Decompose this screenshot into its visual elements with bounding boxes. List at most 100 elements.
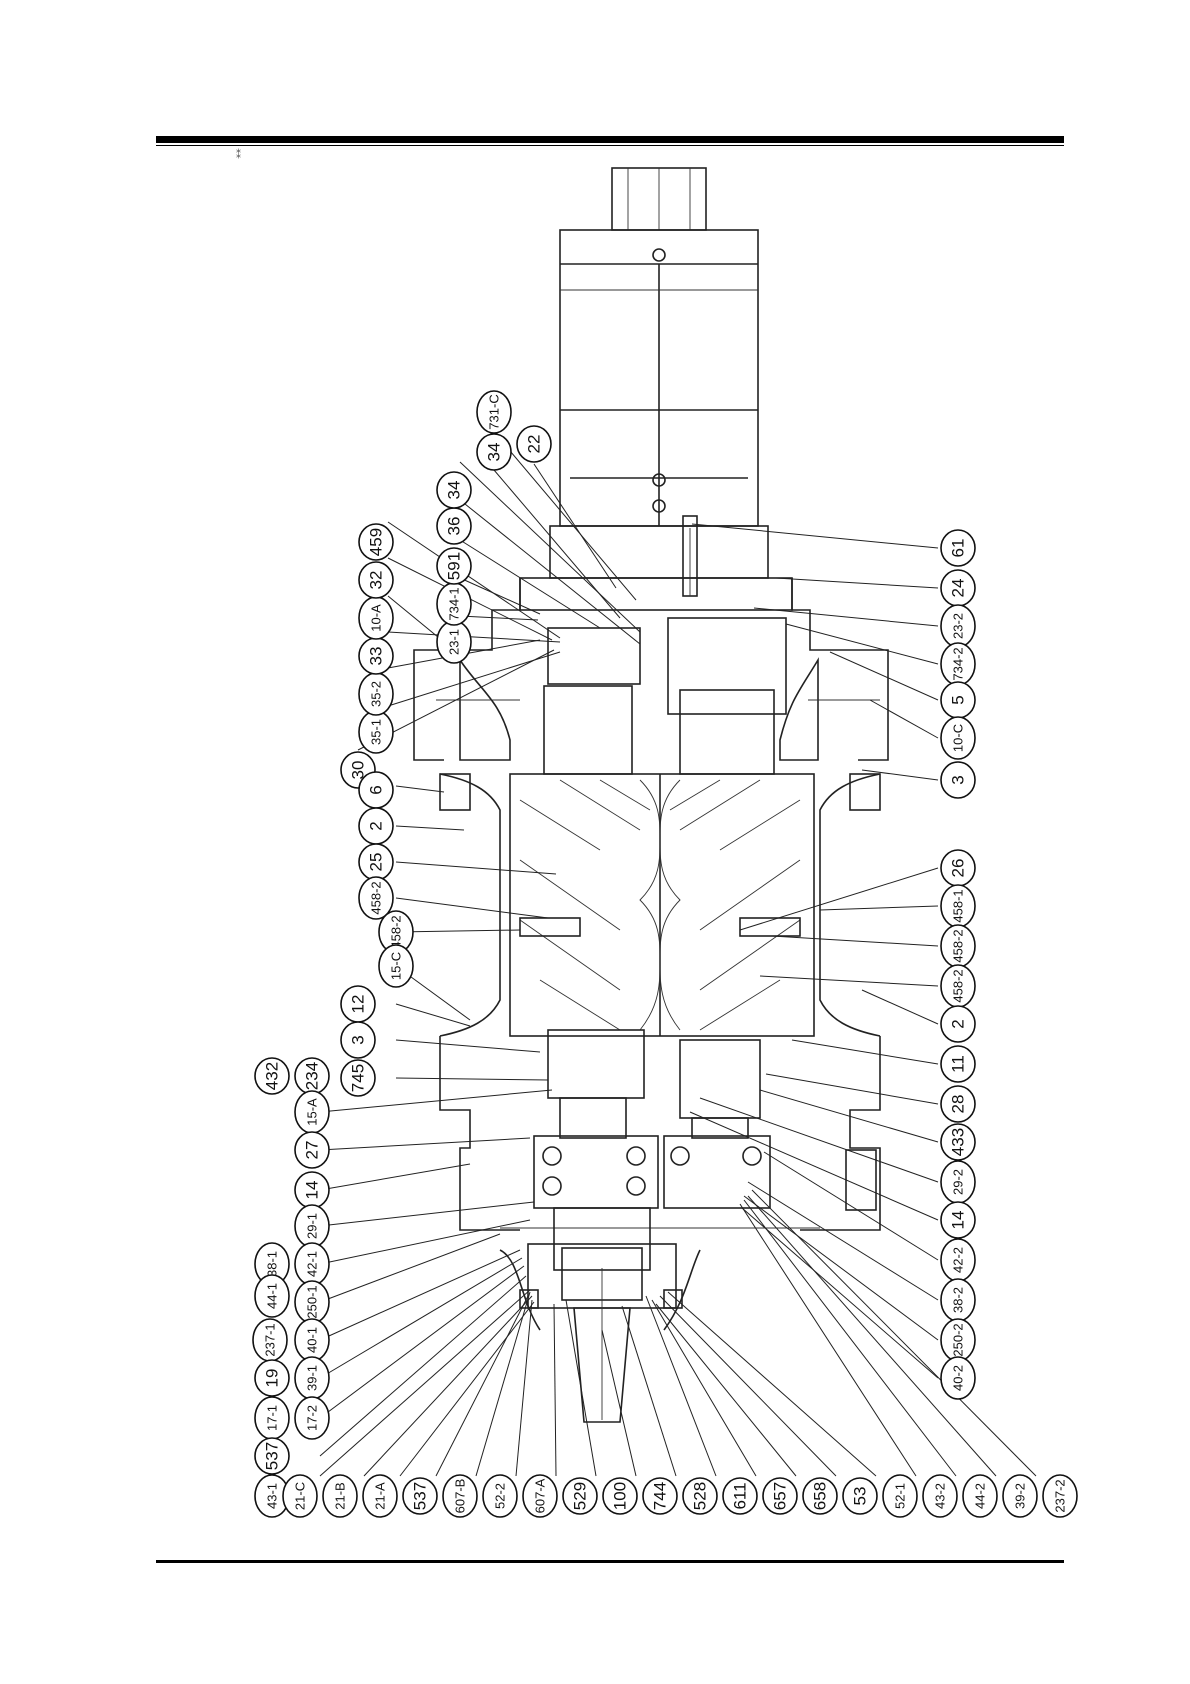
balloon-labels_right-14: 433 bbox=[940, 1123, 976, 1161]
balloon-label: 25 bbox=[367, 853, 386, 872]
balloon-label: 34 bbox=[445, 481, 464, 500]
balloon-labels_bottom-4: 607-B bbox=[442, 1474, 478, 1518]
balloon-labels_right-17: 42-2 bbox=[940, 1238, 976, 1282]
balloon-label: 22 bbox=[525, 435, 544, 454]
balloon-label: 15-C bbox=[389, 952, 404, 980]
balloon-label: 537 bbox=[263, 1442, 282, 1470]
balloon-labels_bottom-0: 21-C bbox=[282, 1474, 318, 1518]
balloon-labels_top-8: 734-1 bbox=[436, 582, 472, 626]
motor bbox=[549, 167, 769, 597]
balloon-labels_right-10: 458-2 bbox=[940, 964, 976, 1008]
balloon-label: 52-1 bbox=[893, 1483, 908, 1509]
balloon-labels_bottom-7: 529 bbox=[562, 1477, 598, 1515]
balloon-label: 23-1 bbox=[447, 629, 462, 655]
balloon-labels_bottom-9: 744 bbox=[642, 1477, 678, 1515]
balloon-labels_right-9: 458-2 bbox=[940, 924, 976, 968]
balloon-label: 33 bbox=[367, 647, 386, 666]
balloon-label: 2 bbox=[367, 821, 386, 830]
balloon-labels_left_upper-11: 27 bbox=[294, 1131, 330, 1169]
balloon-labels_bottom-13: 658 bbox=[802, 1477, 838, 1515]
balloon-label: 745 bbox=[349, 1064, 368, 1092]
shaft-end bbox=[499, 1207, 701, 1423]
balloon-labels_bottom-10: 528 bbox=[682, 1477, 718, 1515]
balloon-labels_left_upper-3: 458-2 bbox=[358, 876, 394, 920]
balloon-label: 52-2 bbox=[493, 1483, 508, 1509]
balloon-labels_bottom-18: 39-2 bbox=[1002, 1474, 1038, 1518]
balloon-label: 234 bbox=[303, 1062, 322, 1090]
balloon-labels_right-0: 61 bbox=[940, 529, 976, 567]
balloon-label: 5 bbox=[949, 695, 968, 704]
balloon-labels_right-15: 29-2 bbox=[940, 1160, 976, 1204]
lower-housing bbox=[439, 1029, 881, 1231]
balloon-label: 734-2 bbox=[951, 647, 966, 680]
balloon-label: 607-B bbox=[453, 1479, 468, 1514]
balloon-label: 529 bbox=[571, 1482, 590, 1510]
balloon-labels_left_upper-18: 40-1 bbox=[294, 1318, 330, 1362]
balloon-label: 11 bbox=[949, 1055, 968, 1073]
balloon-labels_left_upper-21: 19 bbox=[254, 1359, 290, 1397]
balloon-label: 250-1 bbox=[305, 1285, 320, 1318]
balloon-label: 17-2 bbox=[305, 1405, 320, 1431]
balloon-labels_left_upper-17: 250-1 bbox=[294, 1280, 330, 1324]
balloon-labels_right-12: 11 bbox=[940, 1045, 976, 1083]
balloon-label: 458-1 bbox=[951, 889, 966, 922]
balloon-labels_left_upper-7: 3 bbox=[340, 1021, 376, 1059]
balloon-label: 44-1 bbox=[265, 1283, 280, 1309]
balloon-label: 36 bbox=[445, 517, 464, 536]
balloon-labels_left_upper-10: 15-A bbox=[294, 1090, 330, 1134]
balloon-label: 32 bbox=[367, 571, 386, 590]
balloon-labels_top-11: 34 bbox=[436, 471, 472, 509]
upper-housing bbox=[413, 577, 889, 775]
balloon-labels_bottom-5: 52-2 bbox=[482, 1474, 518, 1518]
balloon-label: 34 bbox=[485, 443, 504, 462]
balloon-label: 29-1 bbox=[305, 1213, 320, 1239]
balloon-label: 30 bbox=[349, 761, 368, 780]
balloon-label: 432 bbox=[263, 1062, 282, 1090]
balloon-label: 21-A bbox=[373, 1482, 388, 1510]
balloon-labels_bottom-1: 21-B bbox=[322, 1474, 358, 1518]
balloon-label: 19 bbox=[263, 1369, 282, 1388]
balloon-label: 39-1 bbox=[305, 1365, 320, 1391]
balloon-label: 44-2 bbox=[973, 1483, 988, 1509]
balloon-labels_left_upper-14: 29-1 bbox=[294, 1204, 330, 1248]
balloon-label: 458-2 bbox=[369, 881, 384, 914]
balloon-label: 3 bbox=[349, 1035, 368, 1044]
balloon-labels_left_upper-5: 15-C bbox=[378, 944, 414, 988]
balloon-labels_top-2: 35-2 bbox=[358, 672, 394, 716]
balloon-labels_left_upper-19: 237-1 bbox=[252, 1318, 288, 1362]
leader-lines bbox=[319, 431, 1037, 1477]
balloon-label: 21-B bbox=[333, 1482, 348, 1509]
balloon-label: 10-C bbox=[951, 724, 966, 752]
balloon-labels_left_upper-4: 458-2 bbox=[378, 910, 414, 954]
balloon-labels_bottom-15: 52-1 bbox=[882, 1474, 918, 1518]
balloon-label: 658 bbox=[811, 1482, 830, 1510]
balloon-labels_left_upper-23: 537 bbox=[254, 1437, 290, 1475]
balloon-labels_top-3: 33 bbox=[358, 637, 394, 675]
balloon-label: 12 bbox=[349, 995, 368, 1014]
balloon-label: 24 bbox=[949, 579, 968, 598]
balloon-label: 528 bbox=[691, 1482, 710, 1510]
balloon-labels_right-1: 24 bbox=[940, 569, 976, 607]
balloon-labels_left_upper-12: 432 bbox=[254, 1057, 290, 1095]
screw-rotors bbox=[439, 773, 881, 1037]
balloon-labels_left_upper-25: 44-1 bbox=[254, 1274, 290, 1318]
balloon-labels_left_upper-2: 25 bbox=[358, 843, 394, 881]
balloon-labels_right-18: 38-2 bbox=[940, 1278, 976, 1322]
balloon-labels_left_upper-8: 745 bbox=[340, 1059, 376, 1097]
balloon-label: 38-2 bbox=[951, 1287, 966, 1313]
balloon-labels_right-8: 458-1 bbox=[940, 884, 976, 928]
balloon-labels_right-2: 23-2 bbox=[940, 604, 976, 648]
balloon-label: 40-2 bbox=[951, 1365, 966, 1391]
balloon-label: 23-2 bbox=[951, 613, 966, 639]
balloon-label: 731-C bbox=[487, 394, 502, 429]
balloon-labels_bottom-6: 607-A bbox=[522, 1474, 558, 1518]
balloon-labels_bottom-8: 100 bbox=[602, 1477, 638, 1515]
balloon-labels_bottom-3: 537 bbox=[402, 1477, 438, 1515]
balloon-label: 100 bbox=[611, 1482, 630, 1510]
balloon-labels_bottom-19: 237-2 bbox=[1042, 1474, 1078, 1518]
balloon-labels_bottom-16: 43-2 bbox=[922, 1474, 958, 1518]
balloon-labels_top-7: 23-1 bbox=[436, 620, 472, 664]
balloon-labels_left_upper-24: 17-2 bbox=[294, 1396, 330, 1440]
balloon-labels_top-9: 591 bbox=[436, 547, 472, 585]
balloon-label: 35-2 bbox=[369, 681, 384, 707]
